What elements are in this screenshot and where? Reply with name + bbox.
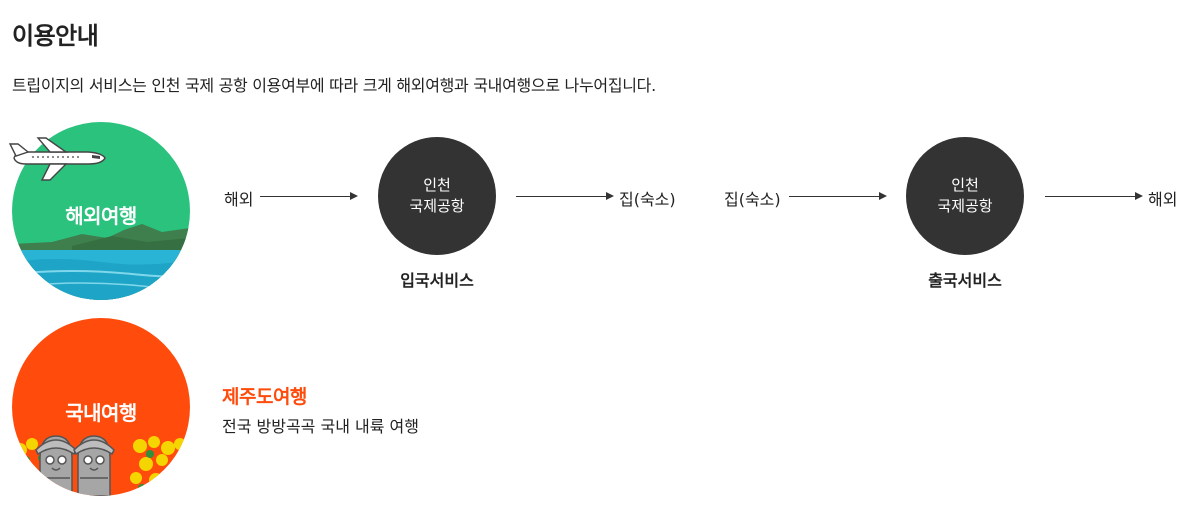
outbound-to-text: 해외: [1148, 186, 1177, 210]
outbound-arrow-2: [1045, 196, 1141, 197]
outbound-hub-line1: 인천: [906, 175, 1024, 196]
inbound-hub-line2: 국제공항: [378, 196, 496, 217]
domestic-travel-circle: 국내여행: [12, 318, 190, 496]
inbound-arrow-1: [260, 196, 356, 197]
inbound-service-name: 입국서비스: [367, 267, 507, 291]
domestic-label: 국내여행: [12, 397, 190, 426]
inbound-arrow-2: [516, 196, 612, 197]
inbound-hub-circle: 인천 국제공항: [378, 137, 496, 255]
inbound-from-text: 해외: [224, 186, 253, 210]
airplane-icon: [8, 136, 108, 182]
overseas-label: 해외여행: [12, 200, 190, 229]
page-description: 트립이지의 서비스는 인천 국제 공항 이용여부에 따라 크게 해외여행과 국내…: [12, 72, 656, 96]
jeju-travel-description: 전국 방방곡곡 국내 내륙 여행: [222, 413, 419, 437]
jeju-travel-title: 제주도여행: [222, 382, 307, 409]
outbound-arrow-1: [789, 196, 885, 197]
outbound-service-name: 출국서비스: [895, 267, 1035, 291]
outbound-from-text: 집(숙소): [724, 186, 781, 210]
page-title: 이용안내: [12, 16, 98, 51]
inbound-to-text: 집(숙소): [619, 186, 676, 210]
outbound-hub-circle: 인천 국제공항: [906, 137, 1024, 255]
inbound-hub-line1: 인천: [378, 175, 496, 196]
outbound-hub-line2: 국제공항: [906, 196, 1024, 217]
